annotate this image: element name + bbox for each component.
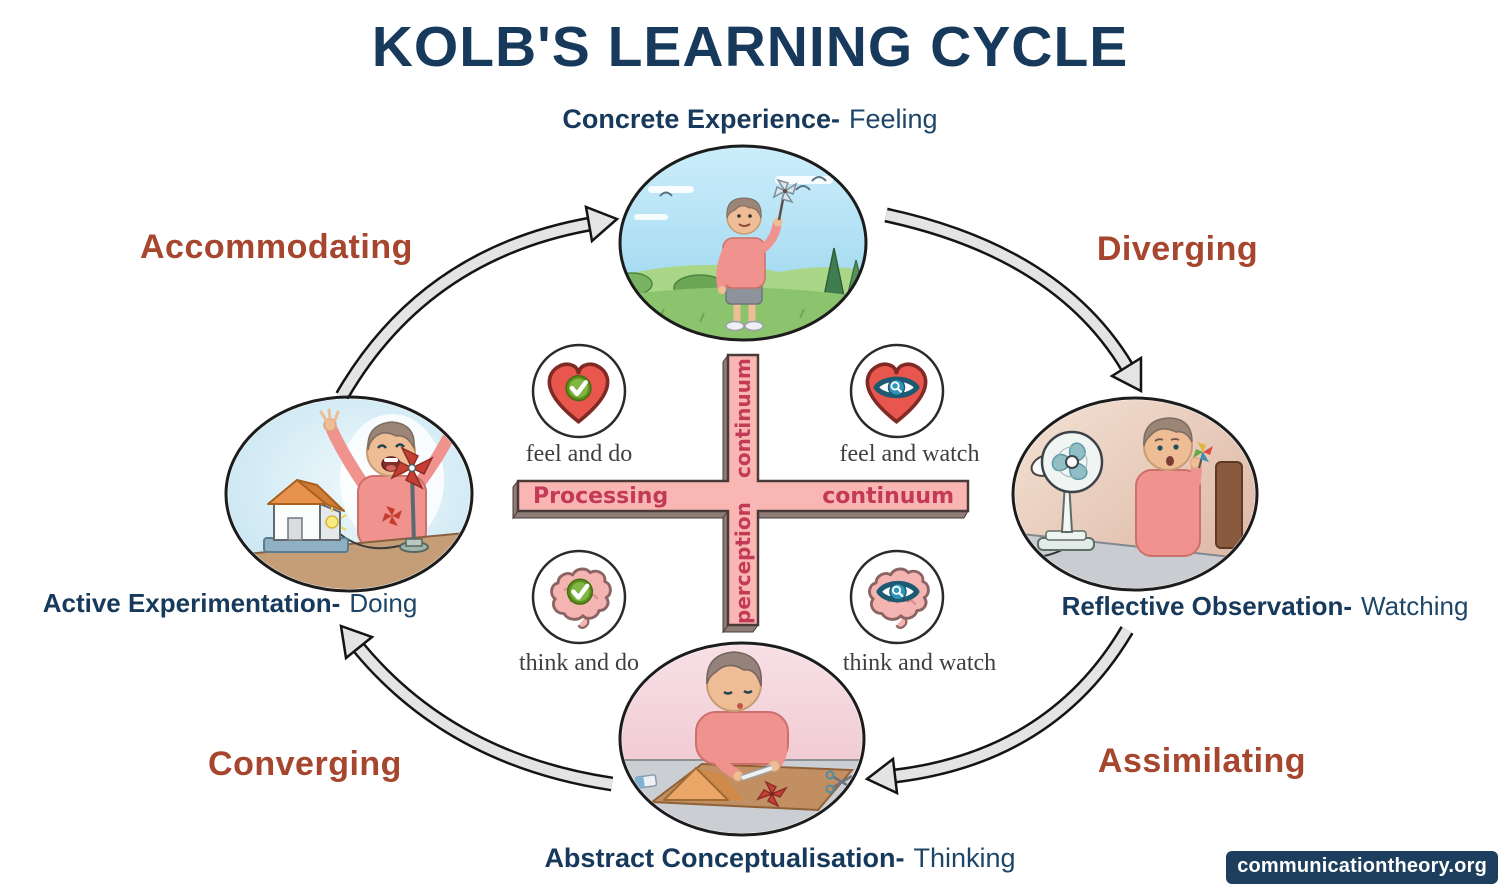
axes-cross xyxy=(512,353,970,634)
cycle-arrow-bottom-to-left xyxy=(339,624,614,792)
stage-mode: Watching xyxy=(1361,591,1469,621)
watermark-badge: communicationtheory.org xyxy=(1226,851,1498,884)
brain-eye-icon xyxy=(849,549,945,645)
stage-mode: Doing xyxy=(349,588,418,618)
stage-name: Concrete Experience- xyxy=(562,104,841,134)
stage-name: Reflective Observation- xyxy=(1061,591,1352,621)
active-experimentation-oval-outline xyxy=(224,395,474,593)
concrete-experience-oval-outline xyxy=(618,144,868,342)
stage-mode: Feeling xyxy=(849,104,938,134)
processing-axis-right-word: continuum xyxy=(822,484,954,509)
abstract-conceptualisation-oval-outline xyxy=(618,641,866,837)
page-title: KOLB'S LEARNING CYCLE xyxy=(371,15,1129,79)
reflective-observation-illustration xyxy=(1015,400,1255,588)
processing-axis-left-word: Processing xyxy=(533,484,669,509)
stage-name: Active Experimentation- xyxy=(42,588,341,618)
quadrant-caption-think-and-do: think and do xyxy=(519,650,639,676)
stage-mode: Thinking xyxy=(913,843,1016,873)
cycle-arrow-right-to-bottom xyxy=(864,626,1134,796)
cycle-arrow-left-to-top xyxy=(335,205,620,400)
learning-style-converging: Converging xyxy=(208,745,402,783)
learning-style-assimilating: Assimilating xyxy=(1097,742,1307,780)
reflective-observation-oval-outline xyxy=(1011,396,1259,592)
cycle-arrow-top-to-right xyxy=(884,207,1143,394)
stage-label-concrete-experience: Concrete Experience- Feeling xyxy=(0,104,1500,135)
stage-label-reflective-observation: Reflective Observation- Watching xyxy=(1035,591,1495,622)
stage-name: Abstract Conceptualisation- xyxy=(544,843,905,873)
stage-label-abstract-conceptualisation: Abstract Conceptualisation- Thinking xyxy=(520,843,1040,874)
heart-eye-icon xyxy=(849,343,945,439)
active-experimentation-illustration xyxy=(228,399,470,589)
stage-label-active-experimentation: Active Experimentation- Doing xyxy=(10,588,450,619)
quadrant-caption-feel-and-do: feel and do xyxy=(525,441,633,467)
perception-axis-top-word: continuum xyxy=(731,358,755,478)
brain-check-icon xyxy=(531,549,627,645)
quadrant-caption-feel-and-watch: feel and watch xyxy=(839,441,980,467)
learning-style-diverging: Diverging xyxy=(1096,230,1259,268)
learning-style-accommodating: Accommodating xyxy=(140,228,413,266)
quadrant-caption-think-and-watch: think and watch xyxy=(842,650,997,676)
abstract-conceptualisation-illustration xyxy=(622,645,862,833)
perception-axis-bottom-word: perception xyxy=(731,502,755,624)
heart-check-icon xyxy=(531,343,627,439)
